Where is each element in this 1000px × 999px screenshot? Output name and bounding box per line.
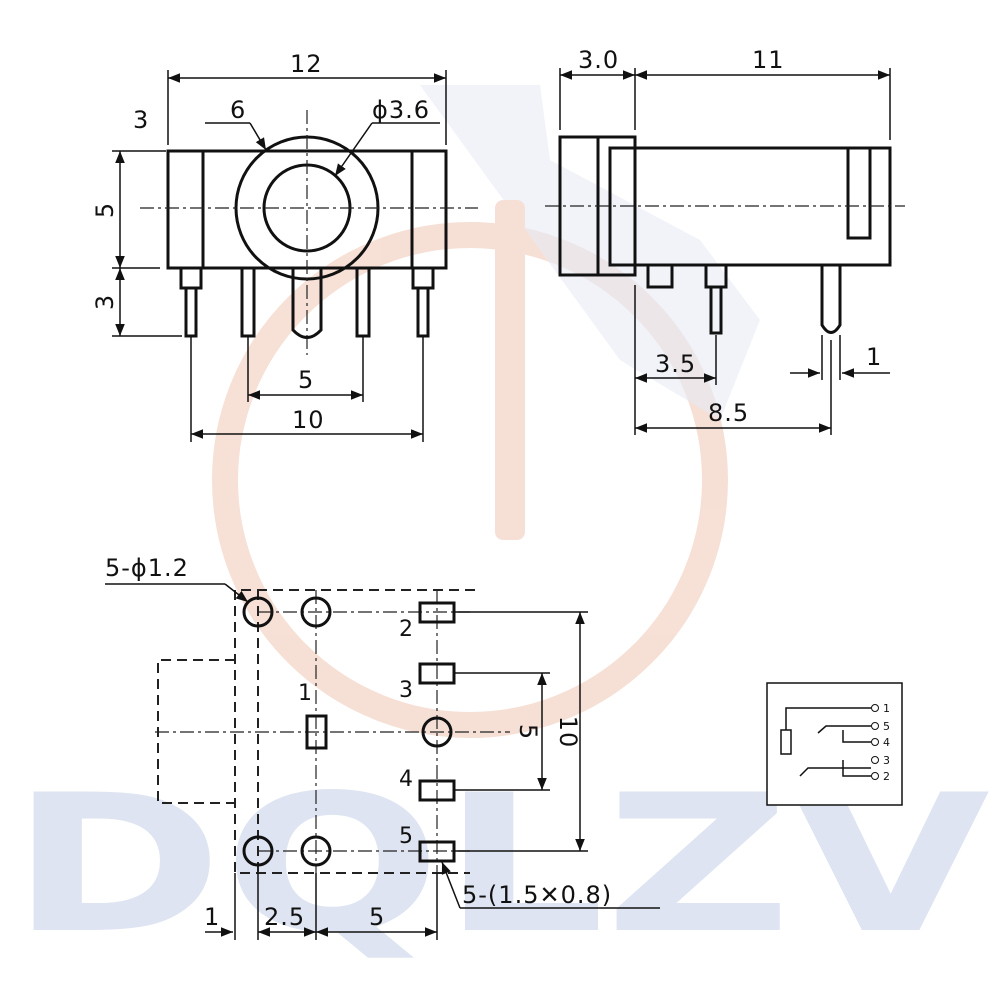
front-pin [179, 266, 203, 290]
dim-length-label: 11 [752, 46, 785, 74]
footprint-pin-label-2: 2 [399, 617, 413, 642]
footprint-hole [242, 596, 274, 628]
footprint-hole [300, 835, 332, 867]
dim-left-top-label: 3 [133, 106, 149, 134]
front-pin [411, 266, 435, 290]
front-ring [234, 135, 380, 281]
footprint-view: 1 2 3 4 5 5-ϕ1.2 5-(1.5✕0.8) 5 10 1 2.5 … [105, 554, 660, 940]
dim-ring-leader [249, 122, 267, 151]
watermark-logo-ring [212, 222, 728, 738]
front-pin [355, 266, 371, 338]
front-view: 12 3 6 ϕ3.6 5 3 5 10 [91, 50, 478, 442]
dim-ring-label: 6 [230, 96, 246, 124]
schematic-pin-label: 4 [883, 736, 890, 749]
dim-pin-length-label: 3 [91, 294, 119, 310]
schematic-terminal [871, 704, 879, 712]
dim-h3-label: 5 [369, 903, 385, 931]
schematic-terminal [871, 738, 879, 746]
dim-front-label: 3.0 [578, 46, 619, 74]
schematic-pin-label: 3 [883, 754, 890, 767]
dim-hole-label: ϕ3.6 [372, 96, 430, 124]
hole-spec-label: 5-ϕ1.2 [105, 554, 189, 582]
dim-v-outer-label: 10 [554, 716, 582, 749]
dim-pin-span-label: 10 [292, 406, 325, 434]
schematic-box: 1 5 4 3 2 [766, 682, 903, 806]
dim-v-inner-label: 5 [514, 724, 542, 740]
schematic-pin-label: 5 [883, 720, 890, 733]
dim-pin-spacing-label: 5 [298, 366, 314, 394]
pad-spec-leader [441, 861, 461, 909]
front-pin [240, 266, 256, 338]
schematic-sleeve-icon [780, 729, 792, 755]
dim-pin2-label: 8.5 [708, 399, 749, 427]
footprint-pin-label-1: 1 [298, 681, 312, 706]
pad-spec-label: 5-(1.5✕0.8) [462, 881, 612, 909]
footprint-pin-label-4: 4 [399, 767, 413, 792]
side-pin-long [820, 265, 842, 334]
dim-width-label: 12 [290, 50, 323, 78]
watermark-screwdriver-icon [495, 200, 525, 540]
side-pin [709, 285, 723, 335]
footprint-hole [300, 596, 332, 628]
dim-pin1-label: 3.5 [655, 350, 696, 378]
footprint-outline [234, 589, 475, 874]
dim-hole-leader [334, 122, 373, 177]
dim-h1-label: 1 [204, 903, 220, 931]
schematic-pin-label: 2 [883, 770, 890, 783]
watermark: DQLZV [10, 85, 990, 975]
watermark-gear-icon [420, 85, 760, 420]
dim-pin-width-label: 1 [866, 343, 882, 371]
footprint-pin-label-5: 5 [399, 824, 413, 849]
footprint-pin-label-3: 3 [399, 678, 413, 703]
front-pin [184, 286, 198, 338]
front-pin [416, 286, 430, 338]
side-slot [846, 146, 872, 240]
footprint-hole [242, 835, 274, 867]
footprint-hole [421, 716, 453, 748]
schematic-terminal [871, 722, 879, 730]
schematic-terminal [871, 772, 879, 780]
dim-body-height-label: 5 [91, 202, 119, 218]
hole-spec-leader [224, 583, 249, 603]
dim-h2-label: 2.5 [264, 903, 305, 931]
schematic-pin-label: 1 [883, 702, 890, 715]
front-pin-center [291, 268, 323, 339]
side-view: 3.0 11 3.5 1 8.5 [545, 46, 905, 435]
schematic-terminal [871, 756, 879, 764]
footprint-pad-1 [305, 714, 328, 750]
side-pin [646, 263, 674, 289]
